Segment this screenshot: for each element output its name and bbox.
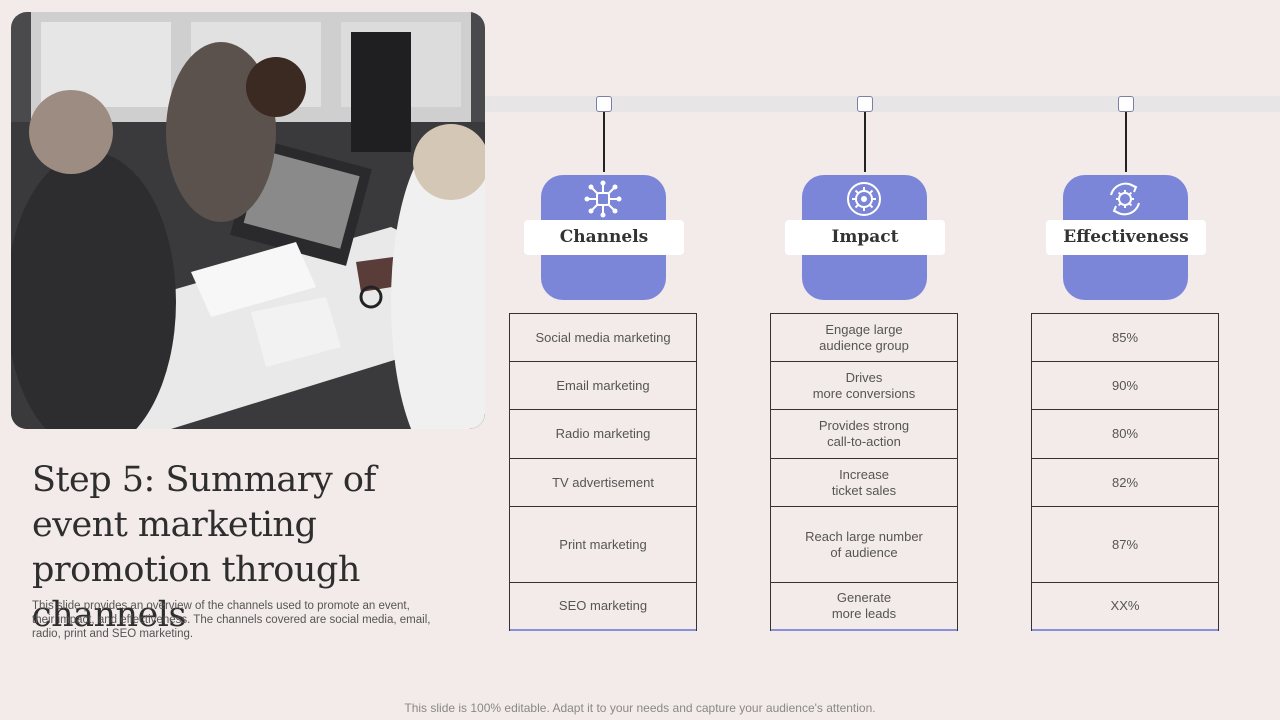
page-title: Step 5: Summary of event marketing promo…: [32, 460, 376, 635]
table-cell: XX%: [1032, 582, 1218, 631]
table-cell: 87%: [1032, 506, 1218, 582]
channels-table: Social media marketing Email marketing R…: [509, 313, 697, 631]
gear-cycle-icon: [1110, 182, 1140, 216]
column-header: Effectiveness: [1046, 220, 1206, 255]
table-cell: Generate more leads: [771, 582, 957, 631]
table-cell: TV advertisement: [510, 458, 696, 506]
timeline-pin: [596, 96, 612, 112]
connector-line: [603, 112, 605, 172]
gear-target-icon: [847, 182, 881, 216]
table-cell: Social media marketing: [510, 313, 696, 361]
timeline-band: [485, 96, 1280, 112]
table-cell: 80%: [1032, 409, 1218, 458]
table-cell: 90%: [1032, 361, 1218, 409]
table-cell: Radio marketing: [510, 409, 696, 458]
table-cell: 85%: [1032, 313, 1218, 361]
footer-note: This slide is 100% editable. Adapt it to…: [404, 701, 876, 715]
table-cell: Engage large audience group: [771, 313, 957, 361]
connector-line: [864, 112, 866, 172]
business-meeting-photo: [11, 12, 485, 429]
column-header: Impact: [785, 220, 945, 255]
connector-line: [1125, 112, 1127, 172]
table-cell: Increase ticket sales: [771, 458, 957, 506]
table-cell: SEO marketing: [510, 582, 696, 631]
table-cell: Print marketing: [510, 506, 696, 582]
timeline-pin: [1118, 96, 1134, 112]
impact-table: Engage large audience group Drives more …: [770, 313, 958, 631]
table-cell: Email marketing: [510, 361, 696, 409]
table-cell: 82%: [1032, 458, 1218, 506]
network-icon: [584, 180, 622, 218]
table-cell: Reach large number of audience: [771, 506, 957, 582]
column-header: Channels: [524, 220, 684, 255]
table-cell: Drives more conversions: [771, 361, 957, 409]
effectiveness-table: 85% 90% 80% 82% 87% XX%: [1031, 313, 1219, 631]
timeline-pin: [857, 96, 873, 112]
slide-description: This slide provides an overview of the c…: [32, 600, 431, 640]
table-cell: Provides strong call-to-action: [771, 409, 957, 458]
